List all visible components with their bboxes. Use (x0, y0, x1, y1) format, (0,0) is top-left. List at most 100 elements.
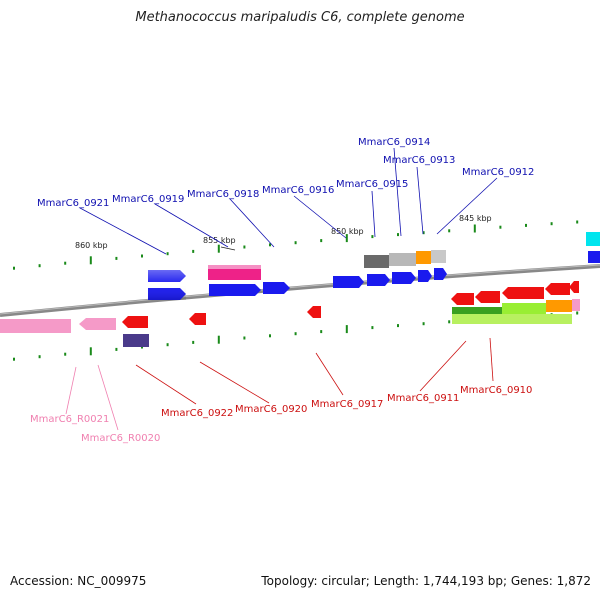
label-mmarc6-0915[interactable]: MmarC6_0915 (336, 179, 408, 190)
label-leaders (65, 147, 498, 431)
feature-cyan-edge[interactable] (586, 232, 600, 246)
gene-mmarc6-0915[interactable] (367, 274, 390, 286)
scale-tick (89, 256, 92, 265)
scale-tick (448, 229, 451, 233)
scale-tick (13, 266, 15, 270)
scale-tick (448, 320, 451, 324)
scale-tick (422, 322, 425, 326)
topology-text: Topology: circular; Length: 1,744,193 bp… (261, 574, 591, 588)
scale-tick (269, 334, 271, 338)
rna-mmarc6-r0020[interactable] (79, 318, 116, 330)
scale-tick (64, 352, 67, 356)
scale-tick (294, 241, 297, 245)
scale-label-850: 850 kbp (331, 227, 364, 236)
gene-mmarc6-0911b[interactable] (475, 291, 500, 303)
scale-tick (269, 243, 271, 247)
scale-tick (345, 325, 348, 334)
scale-tick (243, 245, 246, 249)
reverse-features (0, 299, 580, 347)
scale-tick (217, 244, 220, 253)
feature-green-light[interactable] (502, 303, 546, 315)
scale-tick (345, 234, 348, 243)
rna-mmarc6-r0021[interactable] (0, 319, 71, 333)
scale-tick (13, 357, 15, 361)
gene-mmarc6-0920[interactable] (189, 313, 206, 325)
label-mmarc6-0921[interactable]: MmarC6_0921 (37, 198, 109, 209)
scale-tick (320, 330, 323, 334)
scale-label-855: 855 kbp (203, 236, 236, 245)
scale-tick (320, 239, 323, 243)
scale-tick (166, 343, 169, 347)
scale-tick (422, 231, 425, 235)
accession-text: Accession: NC_009975 (10, 574, 147, 588)
feature-gray-light-2[interactable] (431, 250, 446, 263)
label-mmarc6-r0020[interactable]: MmarC6_R0020 (81, 433, 160, 444)
label-mmarc6-0911[interactable]: MmarC6_0911 (387, 393, 459, 404)
gene-mmarc6-0910b[interactable] (545, 283, 570, 295)
label-mmarc6-0916[interactable]: MmarC6_0916 (262, 185, 334, 196)
scale-tick (192, 249, 195, 253)
scale-tick (576, 311, 579, 315)
label-mmarc6-0912[interactable]: MmarC6_0912 (462, 167, 534, 178)
scale-tick (371, 326, 374, 330)
gene-edge-right[interactable] (588, 251, 600, 263)
scale-ticks-upper (13, 220, 579, 270)
feature-gray-dark[interactable] (364, 255, 389, 268)
feature-gray-light[interactable] (389, 253, 416, 266)
feature-orange-2[interactable] (546, 300, 572, 312)
scale-tick (473, 224, 476, 233)
gene-mmarc6-0922[interactable] (122, 316, 148, 328)
label-mmarc6-r0021[interactable]: MmarC6_R0021 (30, 414, 109, 425)
label-mmarc6-0914[interactable]: MmarC6_0914 (358, 137, 430, 148)
gene-mmarc6-0911[interactable] (451, 293, 474, 305)
gene-mmarc6-0913[interactable] (418, 270, 432, 282)
gene-mmarc6-0918b[interactable] (263, 282, 290, 294)
scale-tick (64, 261, 67, 265)
gene-mmarc6-0910[interactable] (502, 287, 544, 299)
scale-tick (371, 235, 374, 239)
label-mmarc6-0919[interactable]: MmarC6_0919 (112, 194, 184, 205)
label-mmarc6-0922[interactable]: MmarC6_0922 (161, 408, 233, 419)
scale-tick (115, 256, 118, 260)
forward-genes (148, 251, 600, 300)
scale-tick (166, 252, 169, 256)
gene-mmarc6-0914[interactable] (392, 272, 416, 284)
scale-tick (525, 223, 527, 227)
gene-mmarc6-0909[interactable] (569, 281, 579, 293)
label-mmarc6-0917[interactable]: MmarC6_0917 (311, 399, 383, 410)
scale-tick (499, 225, 502, 229)
label-mmarc6-0913[interactable]: MmarC6_0913 (383, 155, 455, 166)
map-title: Methanococcus maripaludis C6, complete g… (135, 10, 465, 25)
scale-tick (89, 347, 92, 356)
scale-tick (192, 340, 195, 344)
gene-mmarc6-0918[interactable] (209, 284, 261, 296)
gene-mmarc6-0912[interactable] (434, 268, 447, 280)
scale-tick (397, 324, 399, 328)
scale-tick (115, 347, 118, 351)
feature-purple[interactable] (123, 334, 149, 347)
scale-tick (576, 220, 579, 224)
scale-tick (550, 222, 553, 226)
scale-tick (243, 336, 246, 340)
feature-lime-bar[interactable] (452, 314, 572, 324)
genome-backbone (0, 264, 600, 317)
forward-features (208, 232, 600, 280)
label-mmarc6-0920[interactable]: MmarC6_0920 (235, 404, 307, 415)
scale-tick (294, 332, 297, 336)
gene-mmarc6-0917[interactable] (307, 306, 321, 318)
gene-mmarc6-0916[interactable] (333, 276, 364, 288)
reverse-genes (122, 281, 579, 328)
feature-pink-small[interactable] (572, 299, 580, 311)
rna-labels: MmarC6_R0021 MmarC6_R0020 (30, 414, 160, 444)
scale-tick (141, 254, 143, 258)
label-mmarc6-0910[interactable]: MmarC6_0910 (460, 385, 532, 396)
feature-orange[interactable] (416, 251, 431, 264)
scale-tick (38, 355, 41, 359)
scale-tick (217, 335, 220, 344)
scale-label-860: 860 kbp (75, 241, 108, 250)
scale-tick (38, 264, 41, 268)
label-mmarc6-0918[interactable]: MmarC6_0918 (187, 189, 259, 200)
scale-label-845: 845 kbp (459, 214, 492, 223)
scale-tick (397, 233, 399, 237)
